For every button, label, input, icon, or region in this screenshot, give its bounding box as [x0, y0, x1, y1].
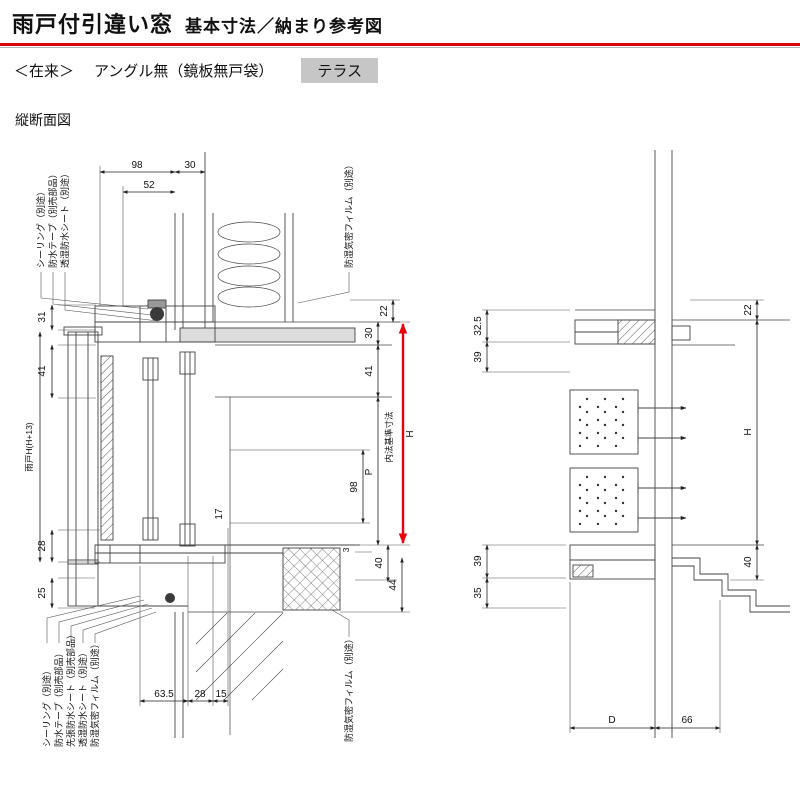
dim-right-P: P — [364, 468, 375, 475]
dim-inner-17: 17 — [214, 508, 225, 520]
spec-series: アングル無（鏡板無戸袋） — [94, 63, 274, 80]
page-title: 雨戸付引違い窓 — [12, 12, 174, 37]
sill-step-profile-outer — [672, 557, 790, 607]
sill-frame — [94, 544, 226, 564]
dim-top-30: 30 — [184, 160, 196, 171]
dim-standard-label: 内法基準寸法 — [384, 411, 394, 462]
callout-pre-applied-sheet-bottom: 先張防水シート（別売部品） — [65, 630, 76, 747]
dim-right-98: 98 — [349, 481, 360, 493]
shutter-panel-lower — [569, 467, 639, 533]
left-dimension-labels: 98 52 30 31 41 雨戸H(H+13) 28 25 22 30 41 … — [24, 160, 416, 700]
sill-step-profile-inner — [672, 565, 790, 613]
right-structure — [569, 150, 790, 738]
dim-right-22: 22 — [379, 305, 390, 317]
left-callout-leaders — [40, 272, 350, 643]
fixing-screws — [637, 403, 687, 523]
foundation-hatch — [195, 612, 284, 701]
dim-left-41: 41 — [37, 365, 48, 377]
dim-height-H: H — [405, 430, 416, 437]
left-callout-labels: シーリング（別途） 防水テープ（別売部品） 透湿防水シート（別途） 防湿気密フィ… — [35, 160, 354, 747]
dim-right-left-39b: 39 — [473, 555, 484, 567]
callout-breathable-sheet-bottom: 透湿防水シート（別途） — [77, 648, 88, 747]
dim-right-30: 30 — [364, 327, 375, 339]
mortar-block — [282, 547, 341, 611]
spec-line: ＜在来＞ アングル無（鏡板無戸袋） テラス — [14, 58, 379, 83]
left-structure — [63, 152, 400, 738]
outer-sash-top-rail — [142, 357, 159, 381]
section-label: 縦断面図 — [15, 112, 71, 128]
title-red-rule — [0, 43, 800, 46]
dim-top-98: 98 — [131, 160, 143, 171]
shutter-panel-upper — [569, 389, 639, 455]
callout-vapor-film-bottom-right: 防湿気密フィルム（別途） — [343, 634, 354, 742]
right-dimension-lines — [485, 299, 759, 730]
dim-right-bottom-D: D — [608, 715, 615, 726]
dim-right-44: 44 — [388, 579, 399, 591]
right-dimension-labels: 32.5 39 39 35 22 H 40 D 66 — [473, 304, 754, 726]
title-gray-rule — [0, 47, 800, 48]
right-section-drawing: 32.5 39 39 35 22 H 40 D 66 — [473, 150, 790, 738]
page-subtitle: 基本寸法／納まり参考図 — [185, 17, 384, 36]
dim-right-right-22: 22 — [743, 304, 754, 316]
dim-right-41: 41 — [364, 365, 375, 377]
dim-right-left-32-5: 32.5 — [473, 316, 484, 336]
callout-sealing-bottom: シーリング（別途） — [41, 666, 52, 747]
dim-right-right-H: H — [743, 428, 754, 435]
dim-bottom-63-5: 63.5 — [154, 689, 174, 700]
callout-breathable-sheet-top: 透湿防水シート（別途） — [59, 169, 70, 268]
dim-top-52: 52 — [143, 180, 155, 191]
dim-right-bottom-66: 66 — [681, 715, 693, 726]
dim-left-25: 25 — [37, 587, 48, 599]
dim-bottom-15: 15 — [215, 689, 227, 700]
sealing-bead-top — [150, 307, 164, 321]
callout-vapor-film-top: 防湿気密フィルム（別途） — [343, 160, 354, 268]
outer-frame-left — [67, 331, 99, 565]
dim-right-40: 40 — [374, 557, 385, 569]
box-sill-frame — [569, 544, 656, 580]
insulation-symbol — [217, 221, 281, 308]
callout-sealing-top: シーリング（別途） — [35, 187, 46, 268]
callout-waterproof-tape-top: 防水テープ（別売部品） — [47, 170, 58, 268]
left-extension-lines — [58, 166, 410, 706]
left-dimension-lines — [38, 170, 408, 703]
dim-shutter-height-label: 雨戸H(H+13) — [24, 422, 34, 472]
inner-sash-top-rail — [179, 351, 196, 375]
callout-waterproof-tape-bottom: 防水テープ（別売部品） — [53, 649, 64, 747]
storm-shutter-panel — [100, 355, 114, 541]
spec-badge-terrace: テラス — [301, 58, 379, 83]
callout-vapor-film-bottom-left: 防湿気密フィルム（別途） — [89, 639, 100, 747]
sealing-bead-bottom — [165, 593, 175, 603]
dim-right-left-39a: 39 — [473, 351, 484, 363]
dim-bottom-28: 28 — [194, 689, 206, 700]
spec-construction: ＜在来＞ — [14, 63, 75, 80]
dim-left-31: 31 — [37, 311, 48, 323]
dim-right-left-35: 35 — [473, 587, 484, 599]
dim-left-28: 28 — [37, 540, 48, 552]
left-section-drawing: 98 52 30 31 41 雨戸H(H+13) 28 25 22 30 41 … — [24, 152, 416, 747]
dim-inner-3: 3 — [341, 547, 351, 552]
inner-sash-bottom-rail — [179, 523, 196, 547]
outer-sash-bottom-rail — [142, 517, 159, 541]
head-mounting-plate — [179, 327, 356, 343]
page-header: 雨戸付引違い窓基本寸法／納まり参考図 — [0, 0, 800, 48]
dim-right-right-40: 40 — [743, 556, 754, 568]
